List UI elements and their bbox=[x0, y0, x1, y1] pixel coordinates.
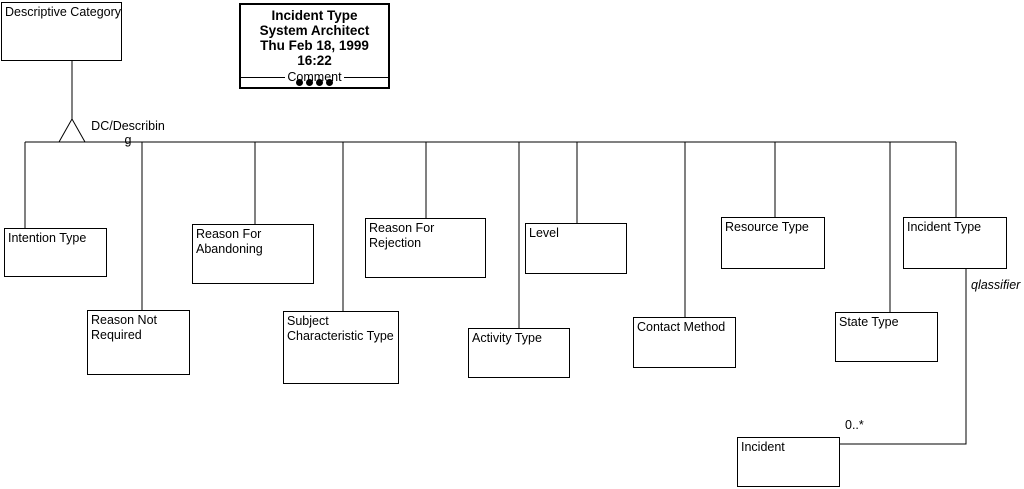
entity-label: Reason For Abandoning bbox=[196, 227, 263, 256]
entity-incident-type[interactable]: Incident Type bbox=[903, 217, 1007, 269]
entity-resource-type[interactable]: Resource Type bbox=[721, 217, 825, 269]
entity-label: Resource Type bbox=[725, 220, 809, 234]
entity-reason-for-abandoning[interactable]: Reason For Abandoning bbox=[192, 224, 314, 284]
entity-label: State Type bbox=[839, 315, 899, 329]
association-role-label: qlassifier bbox=[971, 278, 1021, 292]
relationship-label: DC/Describin g bbox=[91, 119, 165, 147]
entity-state-type[interactable]: State Type bbox=[835, 312, 938, 362]
entity-label: Incident bbox=[741, 440, 785, 454]
entity-label: Reason For Rejection bbox=[369, 221, 435, 250]
entity-label: Activity Type bbox=[472, 331, 542, 345]
association-incident-line bbox=[840, 269, 967, 445]
title-line-2: System Architect bbox=[259, 23, 370, 38]
entity-activity-type[interactable]: Activity Type bbox=[468, 328, 570, 378]
comment-rule-left bbox=[241, 77, 286, 78]
multiplicity-label: 0..* bbox=[845, 418, 864, 432]
entity-descriptive-category[interactable]: Descriptive Category bbox=[1, 2, 122, 61]
entity-label: Descriptive Category bbox=[5, 5, 122, 19]
comment-rule-right bbox=[343, 77, 388, 78]
subtype-triangle-icon bbox=[58, 117, 86, 143]
entity-label: Incident Type bbox=[907, 220, 982, 234]
entity-reason-not-required[interactable]: Reason Not Required bbox=[87, 310, 190, 375]
entity-reason-for-rejection[interactable]: Reason For Rejection bbox=[365, 218, 486, 278]
entity-label: Level bbox=[529, 226, 559, 240]
title-line-1: Incident Type bbox=[271, 8, 358, 23]
entity-level[interactable]: Level bbox=[525, 223, 627, 274]
title-line-4: 16:22 bbox=[297, 53, 332, 68]
title-line-3: Thu Feb 18, 1999 bbox=[260, 38, 369, 53]
entity-label: Intention Type bbox=[8, 231, 87, 245]
entity-incident[interactable]: Incident bbox=[737, 437, 840, 487]
diagram-title-block[interactable]: Incident Type System Architect Thu Feb 1… bbox=[239, 3, 390, 89]
entity-contact-method[interactable]: Contact Method bbox=[633, 317, 736, 368]
entity-label: Subject Characteristic Type bbox=[287, 314, 394, 343]
entity-subject-characteristic-type[interactable]: Subject Characteristic Type bbox=[283, 311, 399, 384]
entity-label: Contact Method bbox=[637, 320, 726, 334]
entity-label: Reason Not Required bbox=[91, 313, 158, 342]
entity-intention-type[interactable]: Intention Type bbox=[4, 228, 107, 277]
comment-dots-icon bbox=[241, 79, 388, 86]
